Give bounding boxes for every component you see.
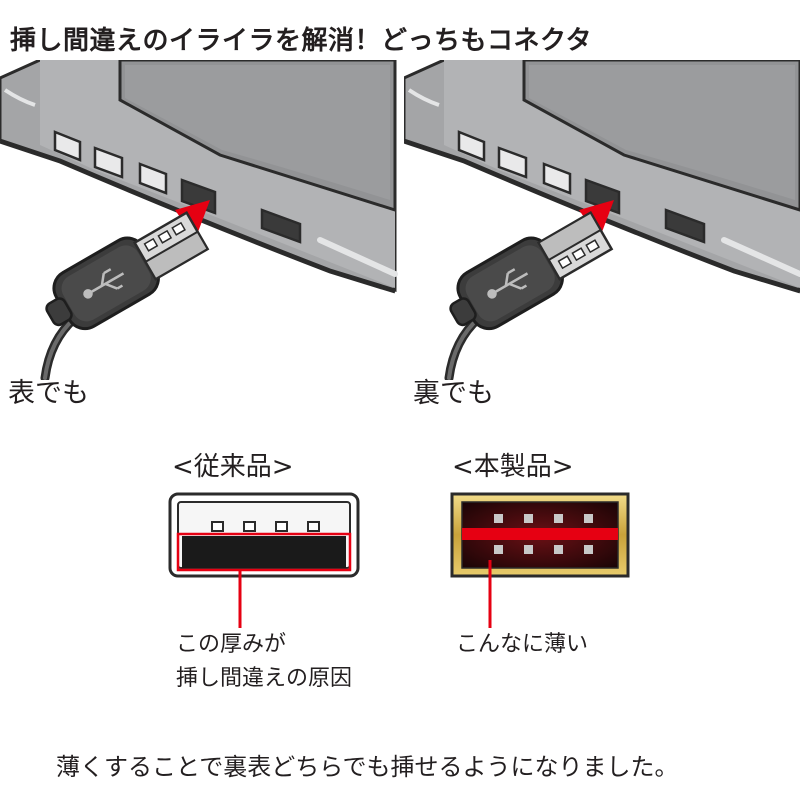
back-label: 裏でも (413, 378, 494, 409)
conventional-product-title: <従来品> (172, 452, 294, 482)
back-insert-illustration (404, 60, 800, 380)
thickness-note-line2: 挿し間違えの原因 (176, 666, 353, 691)
thin-note: こんなに薄い (456, 632, 589, 657)
usb-trident-icon (83, 268, 125, 299)
thin-connector-diagram (450, 492, 630, 628)
headline: 挿し間違えのイライラを解消！どっちもコネクタ (10, 26, 592, 56)
usb-trident-icon (487, 268, 529, 299)
front-label: 表でも (8, 378, 89, 409)
thickness-note-line1: この厚みが (176, 632, 287, 657)
bottom-caption: 薄くすることで裏表どちらでも挿せるようになりました。 (56, 753, 679, 781)
this-product-title: <本製品> (452, 452, 574, 482)
front-insert-illustration (0, 60, 398, 380)
conventional-connector-diagram (168, 492, 360, 628)
